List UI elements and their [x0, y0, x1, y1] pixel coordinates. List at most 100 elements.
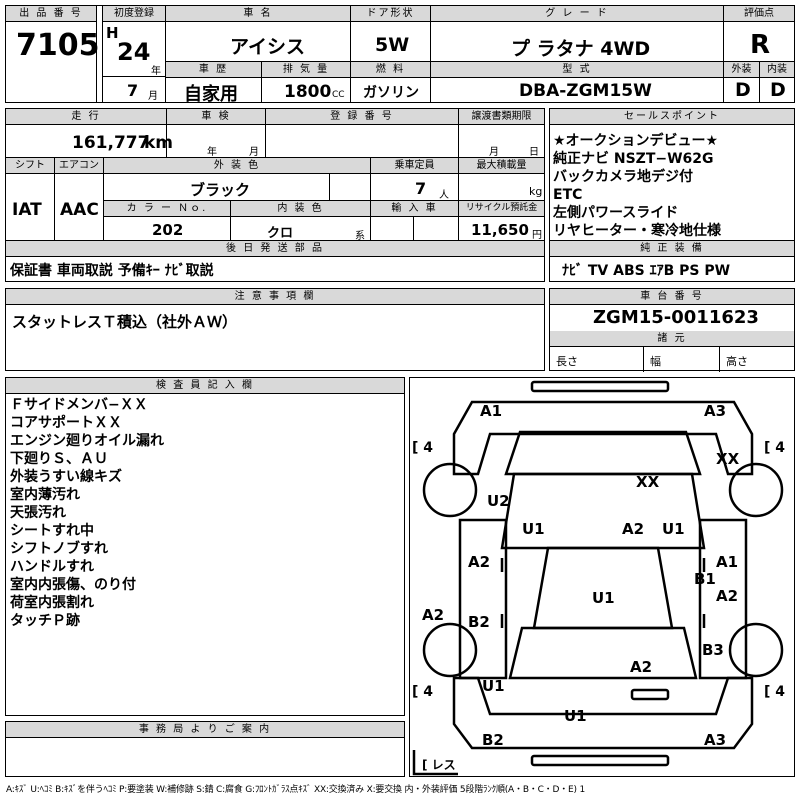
damage-mark: U1 — [662, 520, 685, 538]
damage-mark: A3 — [704, 402, 727, 420]
transfer-label: 譲渡書類期限 — [459, 109, 544, 125]
lot-number-label: 出 品 番 号 — [6, 6, 96, 22]
color-cell: 外 装 色 ブラック — [103, 157, 371, 202]
sales-line: リヤヒーター・寒冷地仕様 — [553, 223, 721, 239]
mileage-label: 走 行 — [6, 109, 166, 125]
interior-score-cell: 内装 D — [759, 61, 795, 103]
remark-line: 室内内張傷、のり付 — [10, 577, 136, 593]
ac-cell: エアコン AAC — [54, 157, 104, 241]
office-label: 事 務 局 よ り ご 案 内 — [6, 722, 404, 738]
spec-label: 諸 元 — [550, 331, 794, 347]
damage-mark: A1 — [716, 553, 739, 571]
yen-unit: 円 — [532, 230, 542, 241]
car-diagram: [ 4 [ 4 [ 4 [ 4 [ レス A1 A3 XX XX U2 U1 A… — [409, 377, 795, 777]
recycle-cell: リサイクル預託金 11,650 円 — [458, 200, 545, 241]
plate-cell: 登 録 番 号 — [265, 108, 459, 158]
shift: IAT — [12, 200, 42, 220]
remark-line: シートすれ中 — [10, 523, 94, 539]
color: ブラック — [190, 181, 251, 199]
damage-mark: B2 — [482, 731, 504, 749]
damage-mark: A2 — [422, 606, 445, 624]
door-type: 5W — [375, 34, 410, 56]
insp-year-unit: 年 — [207, 147, 217, 158]
inspector-remarks: Ｆサイドメンバ−ＸＸ コアサポートＸＸ エンジン廻りオイル漏れ 下廻りＳ、ＡＵ … — [10, 396, 164, 630]
later-parts-cell: 後 日 発 送 部 品 保証書 車両取説 予備ｷｰ ﾅﾋﾞ取説 — [5, 240, 545, 282]
lot-number: 7105 — [16, 28, 100, 63]
displacement-label: 排 気 量 — [262, 62, 350, 78]
tr-month-unit: 月 — [489, 147, 499, 158]
remark-line: タッチＰ跡 — [10, 613, 80, 629]
car-name-label: 車 名 — [166, 6, 350, 22]
length-label: 長さ — [556, 355, 578, 368]
color-no-label: カ ラ ー Ｎｏ. — [104, 201, 230, 217]
remark-line: コアサポートＸＸ — [10, 415, 122, 431]
inspector-cell: 検 査 員 記 入 欄 Ｆサイドメンバ−ＸＸ コアサポートＸＸ エンジン廻りオイ… — [5, 377, 405, 716]
damage-mark: U2 — [487, 492, 510, 510]
fuel-label: 燃 料 — [351, 62, 430, 78]
grade: プ ラタナ 4WD — [511, 38, 651, 60]
car-name-cell: 車 名 アイシス — [165, 5, 351, 62]
damage-mark: B2 — [468, 613, 490, 631]
legend: A:ｷｽﾞ U:ﾍｺﾐ B:ｷｽﾞを伴うﾍｺﾐ P:要塗装 W:補修跡 S:錆 … — [6, 785, 585, 795]
remark-line: 荷室内張割れ — [10, 595, 94, 611]
grade-cell: グ レ ー ド プ ラタナ 4WD — [430, 5, 724, 62]
sales-points-cell: セールスポイント ★オークションデビュー★ 純正ナビ NSZT−W62G バック… — [549, 108, 795, 241]
later-parts: 保証書 車両取説 予備ｷｰ ﾅﾋﾞ取説 — [10, 263, 214, 279]
width-label: 幅 — [650, 355, 661, 368]
fuel: ガソリン — [363, 85, 419, 101]
height-label: 高さ — [726, 355, 748, 368]
damage-mark: B1 — [694, 570, 716, 588]
remark-line: エンジン廻りオイル漏れ — [10, 433, 164, 449]
damage-mark: B3 — [702, 641, 724, 659]
lot-number-cell: 出 品 番 号 7105 — [5, 5, 100, 103]
reg-month: 7 — [127, 81, 139, 100]
model-cell: 型 式 DBA-ZGM15W — [430, 61, 724, 103]
int-color: クロ — [267, 226, 294, 241]
maxload-label: 最大積載量 — [459, 158, 544, 174]
door-label: ドア形状 — [351, 6, 430, 22]
first-reg-label: 初度登録 — [103, 6, 165, 22]
damage-mark: A2 — [622, 520, 645, 538]
damage-mark: XX — [636, 473, 660, 491]
caution-label: 注 意 事 項 欄 — [6, 289, 544, 305]
damage-mark: U1 — [564, 707, 587, 725]
model-label: 型 式 — [431, 62, 723, 78]
recycle-label: リサイクル預託金 — [459, 201, 544, 217]
tire-rear-right: [ 4 — [764, 684, 786, 700]
equipment: ﾅﾋﾞ TV ABS ｴｱB PS PW — [562, 263, 731, 279]
era: H — [106, 24, 119, 42]
damage-mark: U1 — [482, 677, 505, 695]
sales-line: 純正ナビ NSZT−W62G — [553, 151, 714, 167]
damage-mark: A2 — [630, 658, 653, 676]
equipment-cell: 純 正 装 備 ﾅﾋﾞ TV ABS ｴｱB PS PW — [549, 240, 795, 282]
chassis-label: 車 台 番 号 — [550, 289, 794, 305]
import-label: 輸 入 車 — [371, 201, 458, 217]
insp-month-unit: 月 — [249, 147, 259, 158]
score: R — [750, 30, 771, 60]
cc-unit: CC — [332, 90, 345, 100]
office-cell: 事 務 局 よ り ご 案 内 — [5, 721, 405, 777]
import-cell: 輸 入 車 — [370, 200, 459, 242]
interior-label: 内装 — [760, 62, 794, 78]
displacement-cell: 排 気 量 1800 CC — [261, 61, 351, 103]
car-outline — [412, 380, 784, 776]
later-parts-label: 後 日 発 送 部 品 — [6, 241, 544, 257]
int-unit: 系 — [355, 231, 365, 242]
capacity-label: 乗車定員 — [371, 158, 458, 174]
remark-line: ハンドルすれ — [10, 559, 94, 575]
ac-label: エアコン — [55, 158, 103, 174]
history-label: 車 歴 — [166, 62, 261, 78]
damage-mark: XX — [716, 450, 740, 468]
damage-mark: A2 — [716, 587, 739, 605]
capacity: 7 — [415, 179, 427, 198]
history-cell: 車 歴 自家用 — [165, 61, 262, 105]
color-label: 外 装 色 — [104, 158, 370, 174]
equipment-label: 純 正 装 備 — [550, 241, 794, 257]
sales-line: 左側パワースライド — [553, 205, 679, 221]
score-label: 評価点 — [724, 6, 794, 22]
ac: AAC — [60, 200, 99, 220]
shift-label: シフト — [6, 158, 54, 174]
color-no-cell: カ ラ ー Ｎｏ. 202 — [103, 200, 231, 241]
remark-line: 室内薄汚れ — [10, 487, 80, 503]
exterior-label: 外装 — [724, 62, 759, 78]
